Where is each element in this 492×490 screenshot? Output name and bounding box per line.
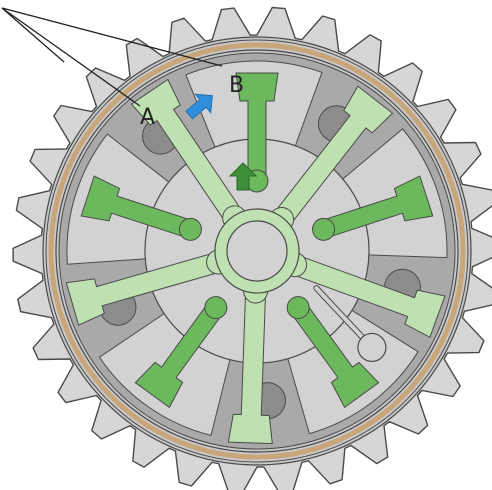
- hub-center: [227, 221, 287, 281]
- leader-line-a: [2, 8, 140, 106]
- label-b: B: [229, 73, 244, 98]
- label-a: A: [140, 105, 155, 130]
- lock-pin: [358, 333, 386, 361]
